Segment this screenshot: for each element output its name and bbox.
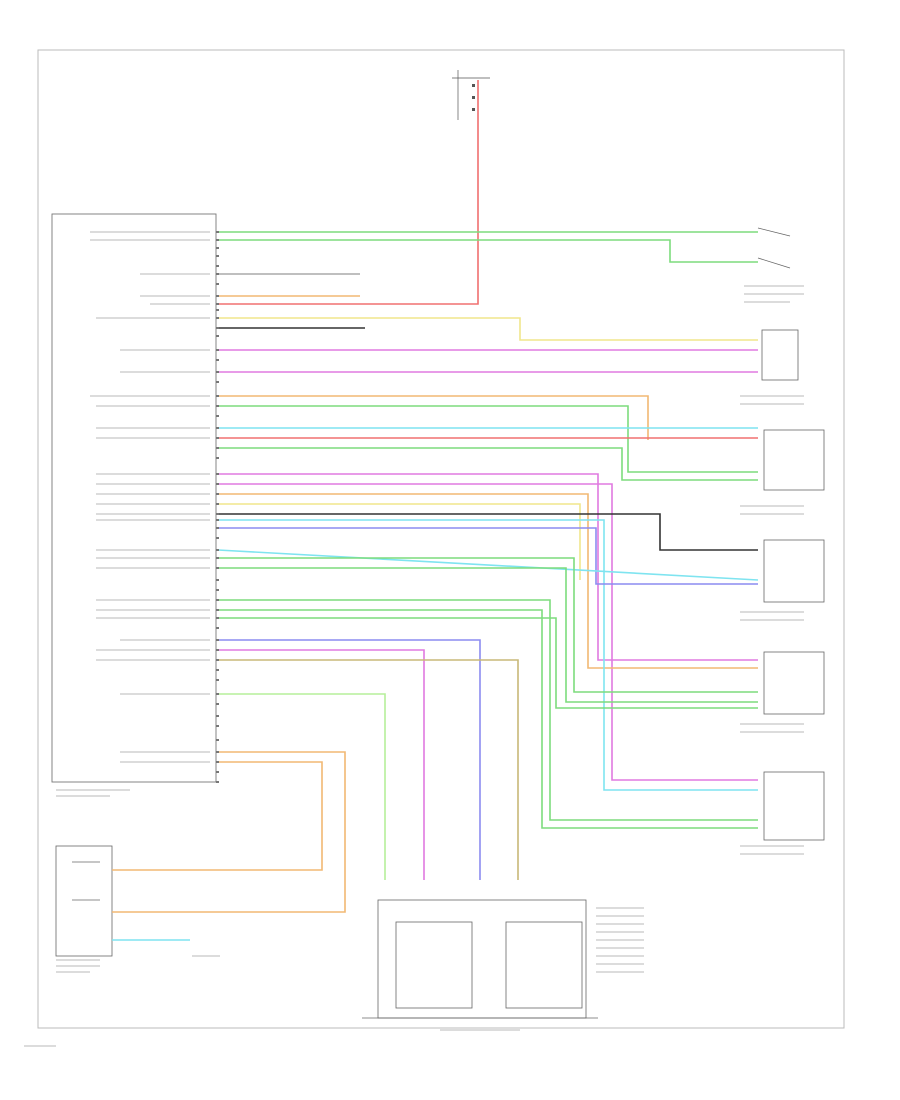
module-pin [216, 493, 219, 495]
wire-w-green-3 [218, 447, 758, 481]
front-seat-module-box [51, 213, 217, 783]
module-pin [216, 447, 219, 449]
module-pin [216, 527, 219, 529]
wires-layer [112, 80, 759, 941]
wire-w-black-3 [218, 513, 758, 551]
module-pin [216, 751, 219, 753]
module-pin [216, 437, 219, 439]
module-pin [216, 317, 219, 319]
module-pin [216, 589, 219, 591]
module-pin [216, 519, 219, 521]
module-pins [216, 231, 219, 783]
module-pin [216, 739, 219, 741]
module-pin [216, 359, 219, 361]
wire-w-magenta-4 [218, 483, 758, 781]
module-pin [216, 349, 219, 351]
module-pin [216, 415, 219, 417]
module-pin [216, 239, 219, 241]
module-pin [216, 265, 219, 267]
wire-w-cyan-3 [218, 519, 758, 791]
module-pin [216, 693, 219, 695]
module-pin [216, 427, 219, 429]
module-pin [216, 327, 219, 329]
wire-w-cyan-4 [217, 549, 759, 581]
module-pin [216, 639, 219, 641]
wire-w-blue-4 [218, 639, 481, 880]
module-pin [216, 781, 219, 783]
module-pin [216, 231, 219, 233]
fuse-connector-top [452, 70, 490, 120]
module-pin [216, 405, 219, 407]
module-pin [216, 761, 219, 763]
module-pin [216, 609, 219, 611]
module-pin [216, 715, 219, 717]
module-pin [216, 725, 219, 727]
seat-switch-box [362, 899, 598, 1019]
module-pin [216, 255, 219, 257]
wire-w-yellow-3 [218, 503, 581, 580]
module-pin [216, 599, 219, 601]
module-pin [216, 473, 219, 475]
memory-switch-box [55, 845, 113, 957]
wire-w-yellow-1 [218, 317, 758, 341]
module-pin [216, 309, 219, 311]
wire-w-green-b [218, 239, 758, 263]
wire-w-magenta-3 [218, 473, 758, 661]
wire-w-green-6 [218, 599, 758, 821]
module-pin [216, 247, 219, 249]
module-pin [216, 649, 219, 651]
wire-w-orange-6 [112, 761, 323, 871]
module-pin [216, 771, 219, 773]
module-pin [216, 627, 219, 629]
module-pin [216, 273, 219, 275]
module-pin [216, 659, 219, 661]
module-pin [216, 335, 219, 337]
module-pin [216, 283, 219, 285]
wire-w-blue-3 [218, 527, 758, 585]
module-pin [216, 557, 219, 559]
wire-w-green-4 [218, 557, 758, 693]
module-pin [216, 703, 219, 705]
wire-w-olive-4 [218, 659, 519, 880]
wire-w-orange-5 [112, 751, 346, 913]
module-pin [216, 617, 219, 619]
module-pin [216, 503, 219, 505]
wire-w-green-5 [218, 567, 758, 703]
module-pin [216, 371, 219, 373]
module-pin [216, 303, 219, 305]
module-pin [216, 483, 219, 485]
label-ticks [24, 231, 804, 1047]
diagram-frame [37, 49, 845, 1029]
wire-w-red-hot [218, 80, 479, 305]
wire-w-magenta-5 [218, 649, 425, 880]
module-pin [216, 537, 219, 539]
wire-w-green-8 [218, 617, 758, 709]
module-pin [216, 457, 219, 459]
module-pin [216, 579, 219, 581]
module-pin [216, 549, 219, 551]
right-components [757, 227, 825, 841]
module-pin [216, 669, 219, 671]
module-pin [216, 395, 219, 397]
wire-w-green-2 [218, 405, 758, 473]
module-pin [216, 513, 219, 515]
module-pin [216, 295, 219, 297]
module-pin [216, 567, 219, 569]
wire-w-orange-3 [218, 493, 758, 669]
module-pin [216, 381, 219, 383]
wire-w-orange-2 [218, 395, 649, 440]
module-pin [216, 679, 219, 681]
wire-w-green-9 [218, 693, 386, 880]
wire-w-green-7 [218, 609, 758, 829]
